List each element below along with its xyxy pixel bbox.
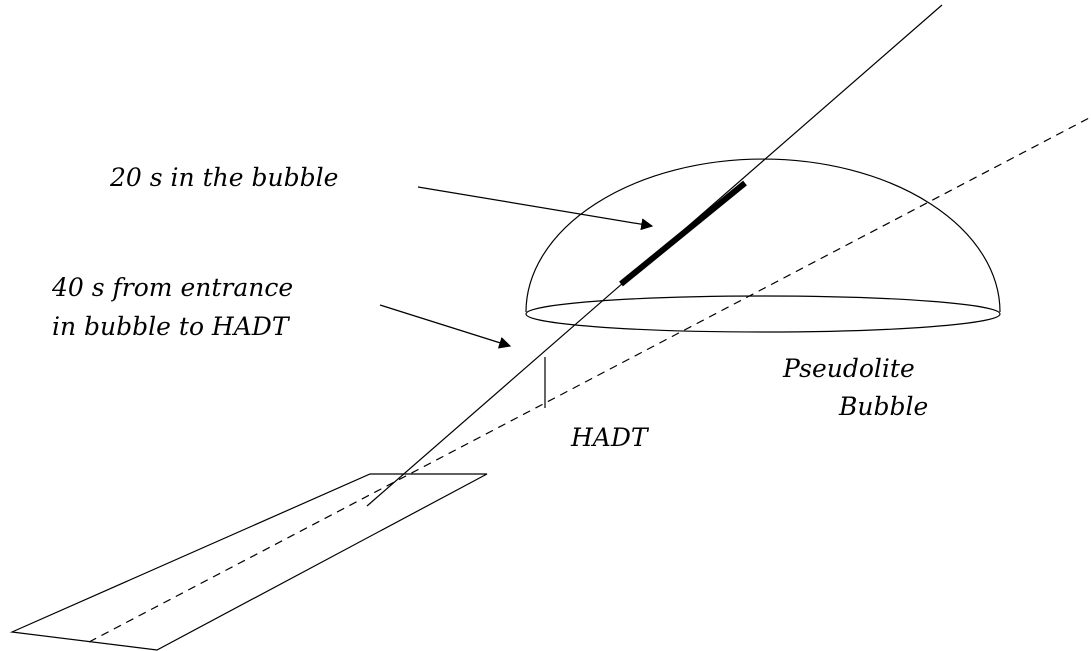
bubble-dome [525, 158, 1001, 313]
label-pseudolite-line2: Bubble [838, 392, 928, 421]
arrow-bubble-time [417, 186, 654, 231]
bubble-segment [619, 180, 747, 287]
bubble-base-ellipse [525, 295, 1001, 333]
arrow-entrance-time [379, 304, 512, 349]
label-pseudolite-line1: Pseudolite [782, 354, 915, 383]
runway [9, 473, 488, 651]
label-hadt: HADT [570, 423, 650, 452]
label-bubble-time: 20 s in the bubble [109, 163, 338, 192]
runway-centerline-dashed [88, 116, 1091, 643]
label-entrance-time-line2: in bubble to HADT [52, 312, 291, 341]
label-entrance-time-line1: 40 s from entrance [51, 273, 293, 302]
